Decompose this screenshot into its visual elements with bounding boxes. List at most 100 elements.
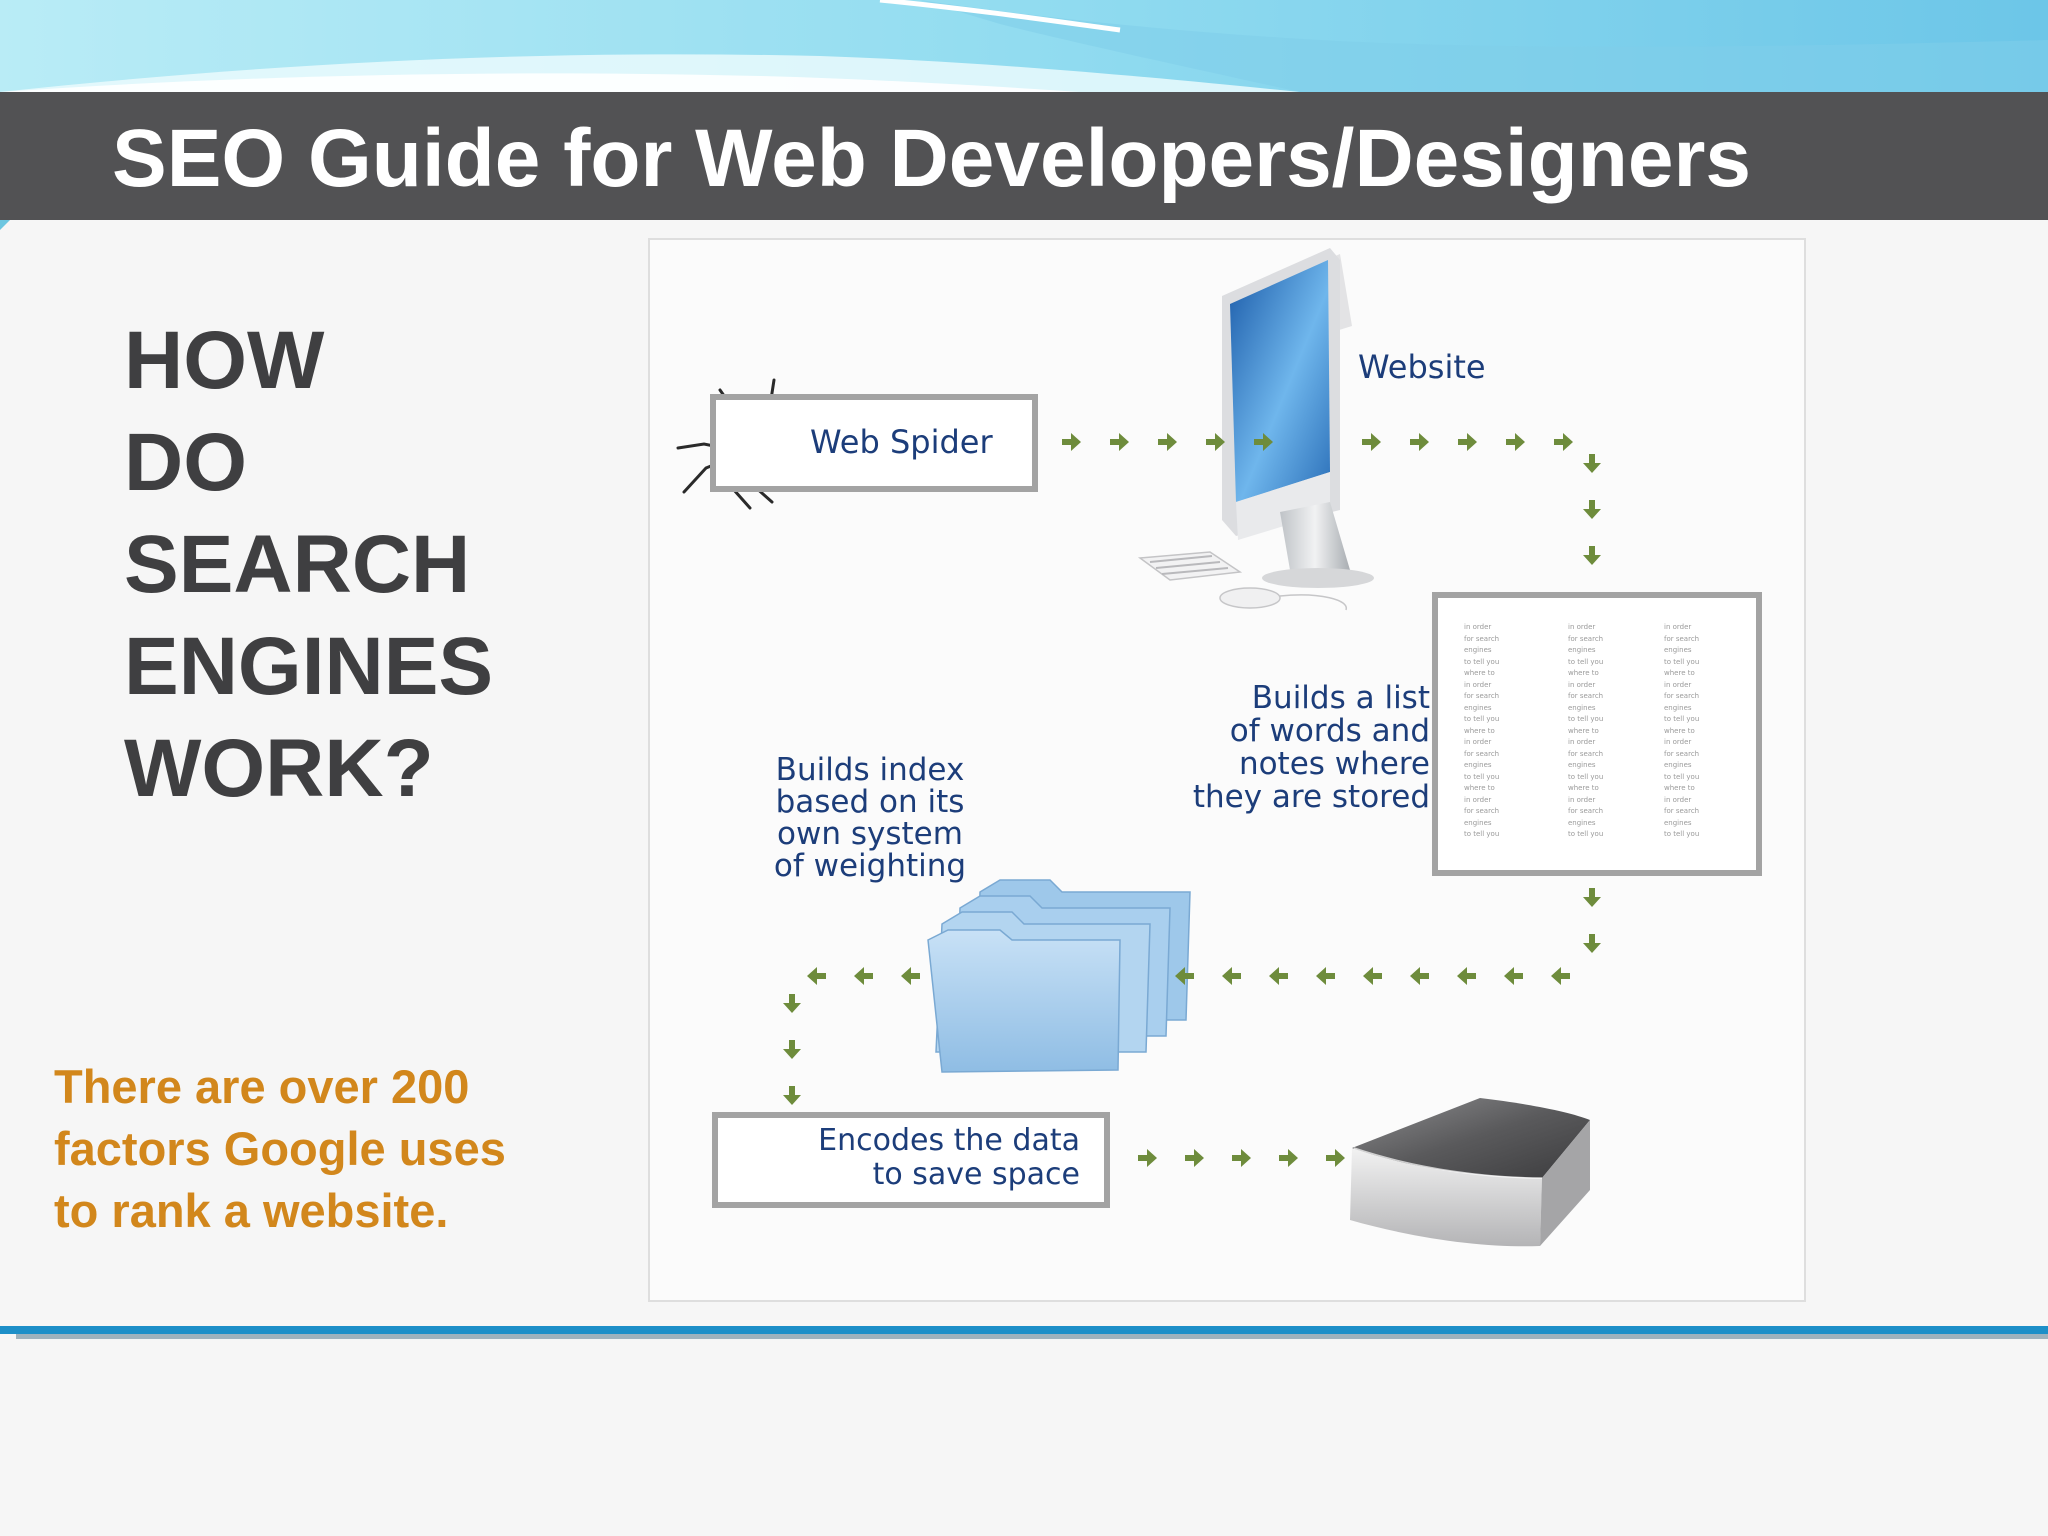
builds-index-line: own system	[777, 816, 963, 852]
stored-word: engines	[1568, 818, 1596, 827]
flow-arrow-left	[901, 967, 920, 985]
flow-arrow-right	[1326, 1149, 1345, 1167]
stored-word: engines	[1664, 646, 1692, 654]
stored-word: where to	[1664, 726, 1695, 735]
stored-word: engines	[1664, 761, 1692, 769]
stored-word: to tell you	[1568, 715, 1604, 723]
website-label: Website	[1358, 348, 1486, 386]
stored-word: in order	[1568, 738, 1596, 746]
folder-stack-icon	[927, 879, 1191, 1073]
stored-word: for search	[1464, 634, 1500, 643]
flow-arrow-down	[1583, 500, 1601, 519]
stored-word: to tell you	[1664, 657, 1700, 666]
stored-words-column: in order for search engines to tell you wher…	[1568, 622, 1603, 841]
top-wave-band	[0, 0, 2048, 92]
encodes-line: Encodes the data	[818, 1123, 1080, 1158]
stored-word: for search	[1568, 749, 1604, 758]
flow-arrow-left	[1457, 967, 1476, 985]
stored-word: for search	[1664, 692, 1700, 700]
stored-word: in order	[1464, 738, 1492, 746]
flow-arrow-left	[1410, 967, 1429, 985]
flow-arrow-right	[1062, 433, 1081, 451]
stored-word: where to	[1568, 669, 1599, 677]
title-bar	[0, 92, 2048, 220]
stored-word: in order	[1568, 623, 1596, 631]
web-spider-box	[710, 394, 1038, 492]
flow-arrow-left	[1175, 967, 1194, 985]
flow-arrow-right	[1279, 1149, 1298, 1167]
flow-arrow-down	[1583, 888, 1601, 907]
builds-list-label: Builds a list of words and notes where t…	[1050, 682, 1430, 814]
stored-word: where to	[1464, 669, 1495, 677]
stored-word: in order	[1464, 795, 1492, 804]
stored-word: engines	[1664, 703, 1692, 712]
stored-word: engines	[1464, 818, 1492, 827]
flow-arrow-right	[1362, 433, 1381, 451]
stored-word: to tell you	[1464, 715, 1500, 723]
flow-arrow-down	[1583, 454, 1601, 473]
flow-arrow-left	[1222, 967, 1241, 985]
slide-heading: HOW DO SEARCH ENGINES WORK?	[124, 310, 644, 820]
stored-word: where to	[1464, 784, 1495, 792]
stored-word: in order	[1664, 795, 1692, 804]
stored-word: in order	[1464, 623, 1492, 631]
stored-words-column: in order for search engines to tell you wher…	[1664, 622, 1699, 841]
stored-words-document: in order for search engines to tell you wher…	[1432, 592, 1762, 876]
stored-word: to tell you	[1464, 772, 1500, 781]
stored-word: in order	[1664, 738, 1692, 746]
stored-word: where to	[1568, 726, 1599, 735]
stored-word: for search	[1664, 634, 1700, 643]
builds-index-line: of weighting	[773, 848, 967, 884]
stored-word: for search	[1664, 807, 1700, 815]
flow-arrow-left	[854, 967, 873, 985]
stored-word: engines	[1664, 818, 1692, 827]
flow-arrow-right	[1232, 1149, 1251, 1167]
stored-word: to tell you	[1568, 657, 1604, 666]
flow-arrow-right	[1254, 433, 1273, 451]
stored-word: where to	[1664, 669, 1695, 677]
stored-word: to tell you	[1464, 830, 1500, 838]
diagram-graphics	[676, 248, 1601, 1247]
stored-word: for search	[1568, 692, 1604, 700]
flow-arrow-down	[783, 994, 801, 1013]
encodes-data-label: Encodes the data to save space	[730, 1124, 1080, 1192]
stored-word: engines	[1464, 761, 1492, 769]
stored-word: for search	[1464, 692, 1500, 700]
stored-word: to tell you	[1464, 657, 1500, 666]
slide-title: SEO Guide for Web Developers/Designers	[112, 113, 1751, 204]
stored-word: for search	[1664, 749, 1700, 758]
stored-word: engines	[1568, 703, 1596, 712]
google-factors-note: There are over 200 factors Google uses t…	[54, 1060, 506, 1237]
flow-arrow-right	[1554, 433, 1573, 451]
title-bar-corner	[0, 220, 10, 230]
stored-word: to tell you	[1568, 772, 1604, 781]
builds-list-line: notes where	[1238, 746, 1430, 782]
flow-arrow-left	[1269, 967, 1288, 985]
heading-line: HOW	[124, 315, 325, 406]
search-engine-diagram: Web Spider Website in order for search eng…	[648, 238, 1806, 1302]
flow-arrow-down	[1583, 546, 1601, 565]
stored-word: for search	[1464, 749, 1500, 758]
flow-arrows	[783, 433, 1601, 1167]
stored-word: where to	[1664, 784, 1695, 792]
stored-word: to tell you	[1568, 830, 1604, 838]
flow-arrow-left	[1316, 967, 1335, 985]
stored-word: where to	[1568, 784, 1599, 792]
flow-arrow-right	[1458, 433, 1477, 451]
flow-arrow-right	[1185, 1149, 1204, 1167]
builds-list-line: Builds a list	[1251, 680, 1430, 716]
encodes-data-box	[712, 1112, 1110, 1208]
stored-word: in order	[1664, 680, 1692, 689]
stored-word: for search	[1464, 807, 1500, 815]
stored-word: engines	[1568, 761, 1596, 769]
footer-rule-shadow	[16, 1334, 2048, 1339]
flow-arrow-down	[1583, 934, 1601, 953]
web-spider-label: Web Spider	[810, 423, 993, 461]
flow-arrow-left	[1363, 967, 1382, 985]
flow-arrow-left	[1504, 967, 1523, 985]
flow-arrow-right	[1158, 433, 1177, 451]
stored-words-column: in order for search engines to tell you wher…	[1464, 622, 1499, 841]
flow-arrow-right	[1206, 433, 1225, 451]
heading-line: DO	[124, 417, 247, 508]
flow-arrow-right	[1110, 433, 1129, 451]
